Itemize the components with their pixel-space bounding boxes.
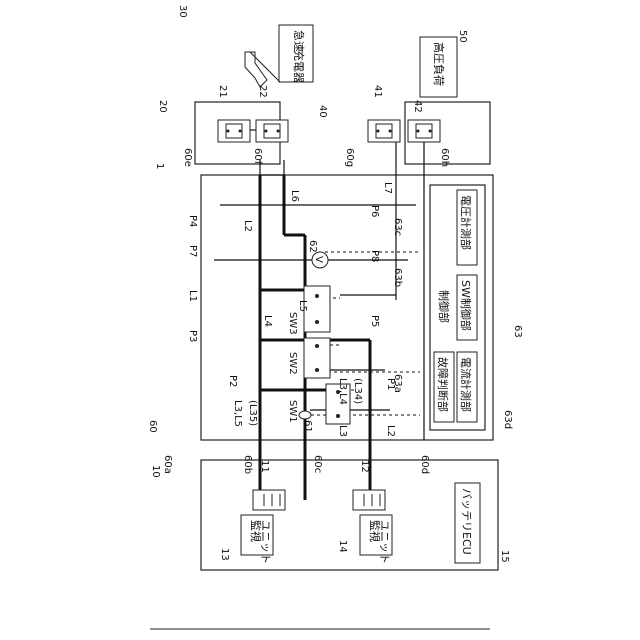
sw2	[304, 338, 330, 378]
load-relay-1	[368, 120, 400, 142]
ref-63b: 63b	[392, 268, 403, 287]
line-l2-bottom: L2	[385, 425, 396, 437]
terminal-60b: 60b	[242, 455, 253, 474]
terminal-60c: 60c	[312, 455, 323, 473]
ref-load-relay-1: 41	[372, 85, 383, 98]
line-l1: L1	[187, 290, 198, 302]
terminal-60h: 60h	[439, 148, 450, 167]
ecu-label: バッテリECU	[460, 488, 473, 555]
battery-1	[253, 490, 285, 510]
ref-monitor-2: 14	[337, 540, 348, 553]
charger-relay-1	[218, 120, 250, 142]
ref-monitor-1: 13	[219, 548, 230, 561]
point-p1: P1	[385, 378, 396, 390]
line-l4: L4	[262, 315, 273, 327]
line-l3: L3	[337, 425, 348, 437]
line-l34: L3,L4	[337, 378, 348, 405]
charger-label-1: 急速	[292, 30, 306, 52]
voltage-meas-label: 電圧計測部	[459, 195, 473, 250]
ref-battery-unit: 10	[150, 465, 161, 478]
control-label: 制御部	[437, 290, 451, 323]
point-p7: P7	[187, 245, 198, 257]
point-p5: P5	[369, 315, 380, 327]
ref-switch-unit: 60	[147, 420, 158, 433]
terminal-60d: 60d	[419, 455, 430, 474]
ref-charger-relay-1: 21	[217, 85, 228, 98]
ref-battery-2: 12	[359, 460, 370, 473]
ref-charger-relay-2: 22	[257, 85, 268, 98]
line-l5: L5	[297, 300, 308, 312]
monitor-1-label-2: ユニット	[259, 520, 272, 564]
fault-judge-label: 故障判断部	[436, 357, 450, 412]
ref-battery-1: 11	[259, 460, 270, 473]
sw1-label: SW1	[287, 400, 298, 423]
ref-load-port: 40	[317, 105, 328, 118]
ref-charger-port: 20	[157, 100, 168, 113]
ref-control-unit: 63	[512, 325, 523, 338]
point-p3: P3	[187, 330, 198, 342]
terminal-60a: 60a	[162, 455, 173, 474]
point-p6: P6	[369, 205, 380, 217]
ref-load-relay-2: 42	[412, 100, 423, 113]
sw3-label: SW3	[287, 312, 298, 335]
charger-relay-2	[256, 120, 288, 142]
sw2-label: SW2	[287, 352, 298, 375]
terminal-60f: 60f	[252, 148, 263, 165]
charger-connector	[245, 52, 267, 87]
terminal-60g: 60g	[344, 148, 355, 167]
ref-63c: 63c	[392, 218, 403, 236]
line-l35-paren: (L35)	[247, 400, 258, 426]
ref-ecu: 15	[499, 550, 510, 563]
current-sensor	[299, 411, 311, 419]
point-p2: P2	[227, 375, 238, 387]
line-l6: L6	[289, 190, 300, 202]
battery-2	[353, 490, 385, 510]
ref-63d: 63d	[502, 410, 513, 429]
ref-voltage-sensor: 62	[307, 240, 318, 253]
monitor-2-label-2: ユニット	[378, 520, 391, 564]
current-meas-label: 電流計測部	[459, 357, 473, 412]
ref-system: 1	[154, 163, 165, 169]
charger-label-2: 充電器	[292, 50, 306, 83]
load-label: 高圧負荷	[432, 42, 446, 86]
ref-charger-connector: 30	[177, 5, 188, 18]
rotated-drawing: 1 10 13 14 15 11 12 60 63 62 61 20 30 21…	[147, 5, 523, 570]
voltmeter-label: V	[313, 256, 324, 263]
point-p4: P4	[187, 215, 198, 227]
sw-control-label: SW制御部	[459, 280, 473, 331]
ref-current-sensor: 61	[302, 420, 313, 433]
point-p8: P8	[369, 250, 380, 262]
line-l35: L3,L5	[232, 400, 243, 427]
load-relay-2	[408, 120, 440, 142]
line-l7: L7	[382, 182, 393, 194]
terminal-60e: 60e	[182, 148, 193, 167]
line-l34-paren: (L34)	[352, 378, 363, 404]
line-l2-top: L2	[242, 220, 253, 232]
ref-load: 50	[457, 30, 468, 43]
